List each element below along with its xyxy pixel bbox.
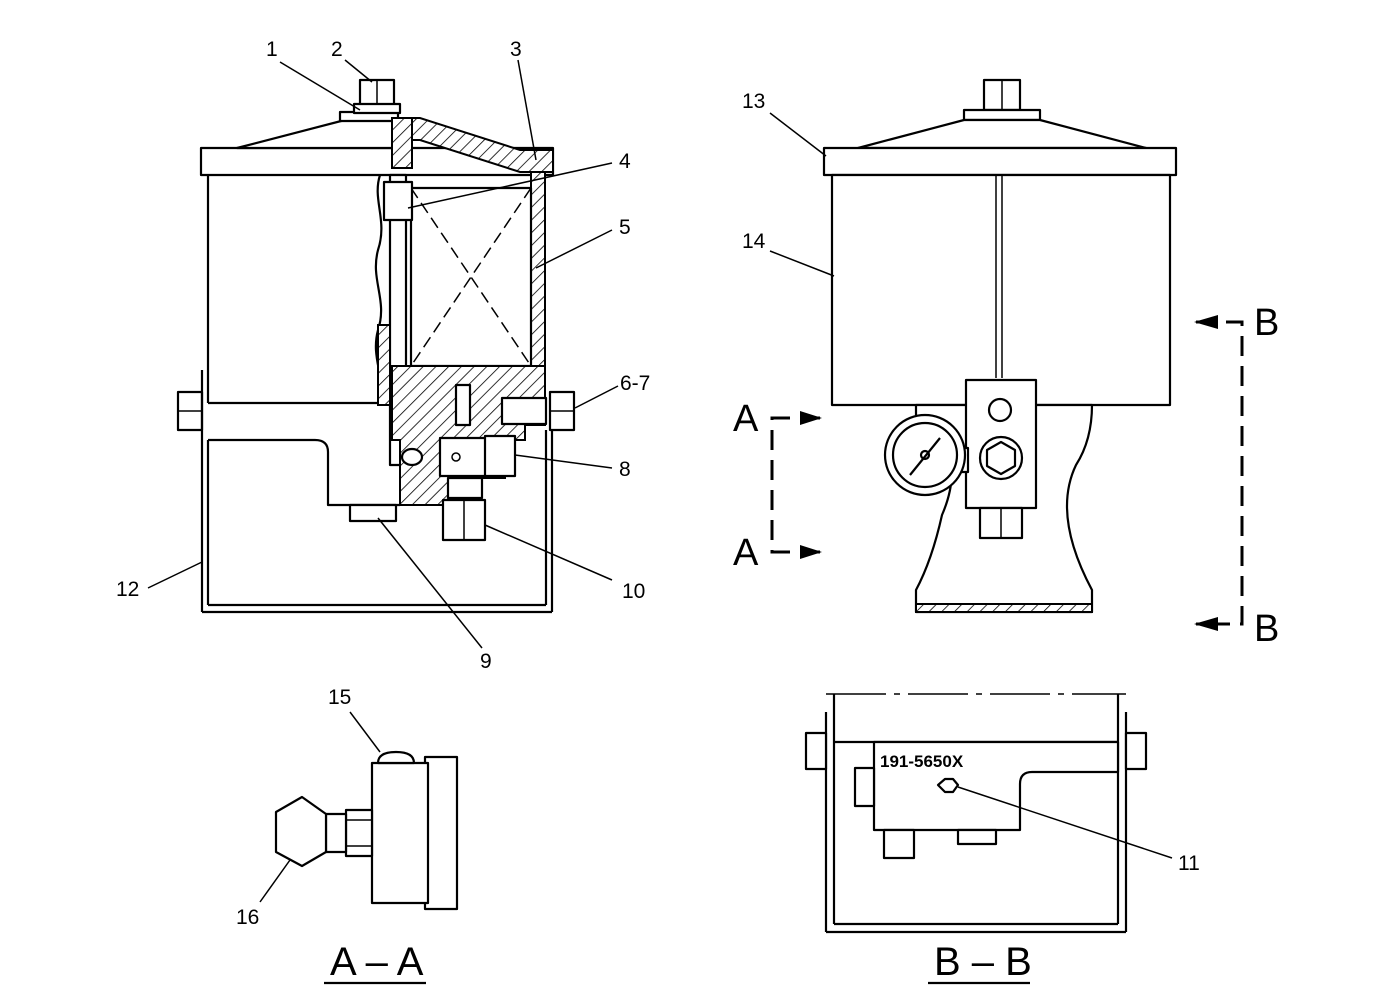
leader-13 — [769, 112, 827, 157]
leader-11 — [957, 786, 1173, 859]
pump-block — [391, 365, 548, 506]
section-b-b-title: B – B — [934, 940, 1032, 984]
reservoir-lid-exterior — [822, 78, 1178, 177]
section-a-marker: A A — [733, 398, 822, 574]
callout-16: 16 — [236, 906, 259, 929]
pressure-gauge — [883, 413, 970, 497]
leader-2 — [344, 59, 373, 83]
callout-2: 2 — [331, 38, 343, 61]
section-b-b-view: 191-5650X 11 B – B — [804, 693, 1200, 985]
reservoir-lid — [199, 110, 555, 177]
leader-5 — [535, 229, 613, 269]
filter-element — [409, 186, 533, 368]
callout-8: 8 — [619, 458, 631, 481]
leader-12 — [147, 561, 203, 589]
callout-9: 9 — [480, 650, 492, 673]
outlet-fittings — [348, 498, 487, 542]
leader-8 — [514, 454, 613, 469]
callout-11: 11 — [1178, 852, 1200, 875]
callout-5: 5 — [619, 216, 631, 239]
section-a-label-upper: A — [733, 398, 759, 440]
leader-10 — [484, 524, 613, 581]
leader-1 — [279, 61, 361, 111]
callout-3: 3 — [510, 38, 522, 61]
pump-housing-exterior — [914, 378, 1094, 614]
leader-9 — [377, 517, 483, 649]
left-mounting-bracket — [176, 370, 576, 614]
callout-1: 1 — [266, 38, 278, 61]
leader-6-7 — [574, 385, 619, 409]
leader-16 — [259, 859, 291, 903]
cap-bolt — [352, 78, 402, 115]
callout-14: 14 — [742, 230, 766, 253]
leader-14 — [769, 250, 835, 277]
section-a-a-title: A – A — [330, 940, 424, 984]
callout-15: 15 — [328, 686, 351, 709]
exterior-front-view: A A B B 13 14 — [733, 78, 1279, 650]
callout-4: 4 — [619, 150, 631, 173]
leader-15 — [349, 711, 381, 753]
section-b-label-upper: B — [1254, 302, 1279, 344]
callout-10: 10 — [622, 580, 645, 603]
callout-13: 13 — [742, 90, 765, 113]
leader-4 — [407, 162, 613, 209]
callout-12: 12 — [116, 578, 139, 601]
callout-6-7: 6-7 — [620, 372, 650, 395]
section-b-marker: B B — [1194, 302, 1279, 650]
leader-3 — [517, 59, 537, 161]
reservoir-body-exterior — [830, 173, 1172, 407]
section-a-label-lower: A — [733, 532, 759, 574]
section-a-a-view: 15 16 A – A — [236, 686, 459, 985]
part-number-label: 191-5650X — [880, 752, 964, 771]
sectioned-front-view: 1 2 3 4 5 6-7 8 9 10 12 — [116, 38, 650, 673]
section-b-label-lower: B — [1254, 608, 1279, 650]
